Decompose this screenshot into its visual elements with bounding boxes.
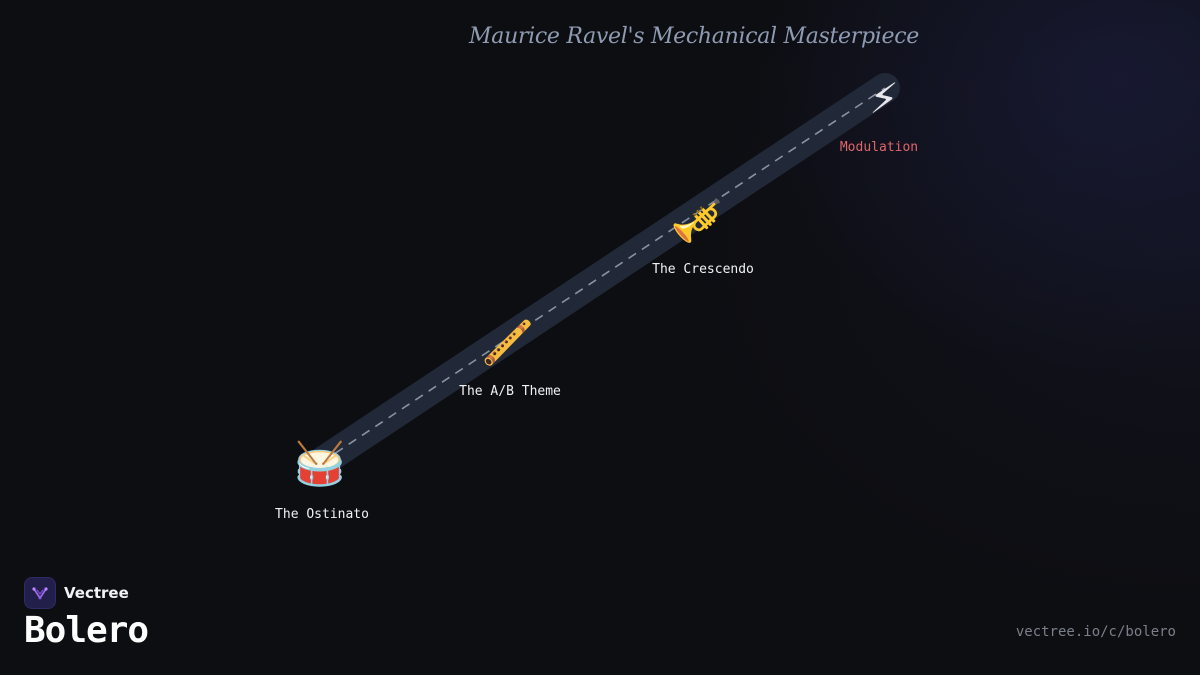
vectree-logo-icon (24, 577, 56, 609)
trumpet-icon: 🎺 (670, 196, 724, 245)
node-label-ab-theme: The A/B Theme (459, 384, 561, 399)
page-url[interactable]: vectree.io/c/bolero (1015, 624, 1176, 640)
page-heading: Bolero (24, 610, 149, 651)
brand-name: Vectree (64, 584, 129, 602)
track-dashed-path (321, 87, 886, 463)
node-label-ostinato: The Ostinato (275, 507, 369, 522)
diagram-title: Maurice Ravel's Mechanical Masterpiece (469, 24, 919, 49)
node-label-modulation: Modulation (839, 140, 919, 155)
node-label-crescendo: The Crescendo (652, 262, 754, 277)
drum-icon: 🥁 (293, 439, 347, 488)
brand[interactable]: Vectree (24, 577, 129, 609)
lightning-icon: ⚡ (869, 74, 899, 123)
flute-icon: 🪈 (481, 318, 535, 367)
